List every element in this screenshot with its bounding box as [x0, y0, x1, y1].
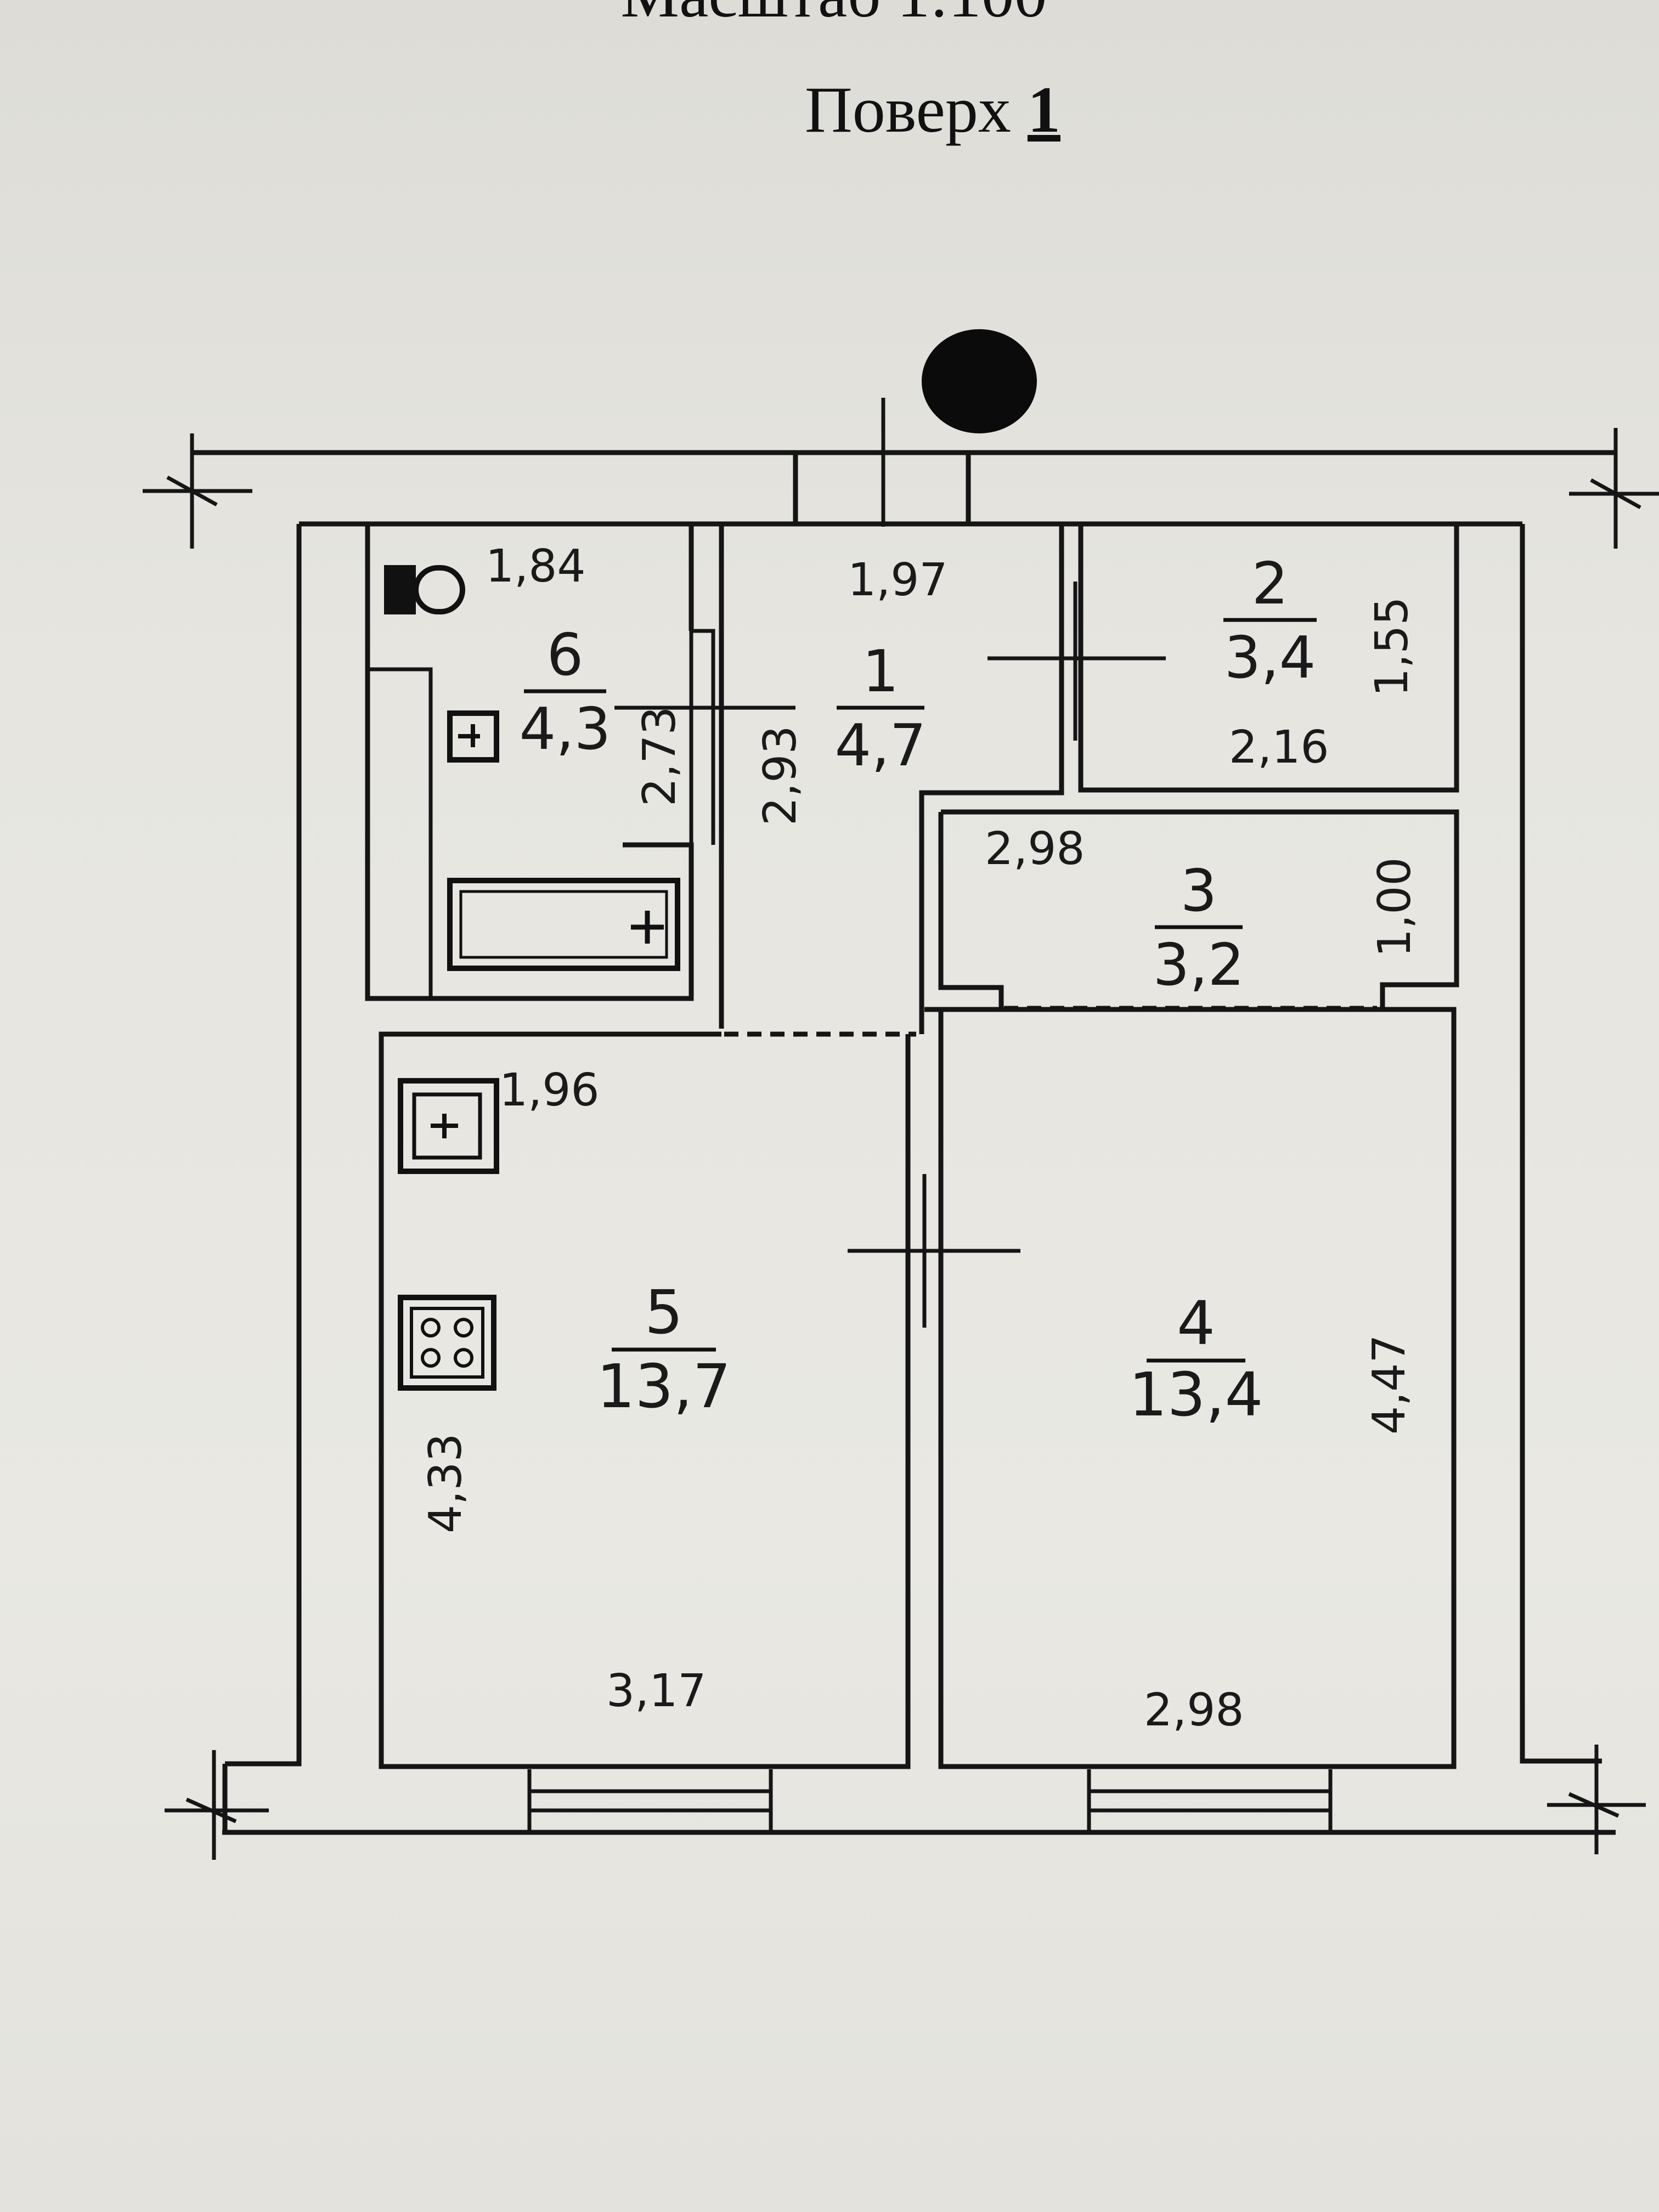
- dim-room5-width: 3,17: [606, 1665, 707, 1717]
- svg-text:3,2: 3,2: [1153, 932, 1245, 998]
- floor-title: Поверх 1: [805, 73, 1060, 146]
- dim-room2-width: 2,16: [1229, 721, 1329, 774]
- svg-text:6: 6: [547, 622, 584, 689]
- room-1-walls: [719, 521, 1077, 1034]
- dim-room3-height: 1,00: [1369, 857, 1421, 957]
- room-label-1: 1 4,7: [835, 638, 927, 779]
- redaction-mark: [922, 329, 1037, 433]
- svg-text:2: 2: [1252, 550, 1289, 617]
- dim-room4-height: 4,47: [1363, 1334, 1415, 1435]
- dim-room1-height: 2,93: [754, 725, 806, 826]
- svg-text:13,7: 13,7: [597, 1351, 731, 1421]
- dim-room5-height: 4,33: [420, 1433, 472, 1533]
- stove-icon: [398, 1295, 496, 1391]
- kitchen-sink-icon: [398, 1078, 499, 1174]
- bathtub-icon: [447, 878, 680, 971]
- scale-title: Масштаб 1:100: [620, 0, 1047, 31]
- dim-room3-width: 2,98: [985, 823, 1085, 875]
- room-3-walls: [938, 809, 1459, 1009]
- svg-text:13,4: 13,4: [1129, 1359, 1263, 1430]
- svg-text:3,4: 3,4: [1224, 624, 1316, 691]
- room-6-walls: [365, 521, 715, 1001]
- room-label-5: 5 13,7: [597, 1277, 731, 1421]
- room-label-6: 6 4,3: [520, 622, 611, 763]
- svg-text:5: 5: [645, 1277, 683, 1347]
- room-2-walls: [1078, 521, 1459, 793]
- svg-text:1: 1: [862, 638, 899, 705]
- dim-room6-height: 2,73: [634, 706, 686, 806]
- window-left: [527, 1769, 773, 1832]
- room-label-3: 3 3,2: [1153, 857, 1245, 998]
- svg-text:3: 3: [1181, 857, 1217, 924]
- dim-room1-width: 1,97: [848, 554, 948, 606]
- room-label-4: 4 13,4: [1129, 1288, 1263, 1430]
- window-right: [1087, 1769, 1333, 1832]
- room-label-2: 2 3,4: [1223, 550, 1317, 691]
- dim-room6-width: 1,84: [486, 540, 586, 592]
- svg-text:4,3: 4,3: [520, 696, 611, 763]
- dim-room4-width: 2,98: [1144, 1684, 1244, 1736]
- dim-room5-top: 1,96: [499, 1064, 600, 1116]
- svg-text:4,7: 4,7: [835, 712, 927, 779]
- outer-walls: [143, 428, 1659, 1860]
- washbasin-icon: [447, 710, 499, 763]
- dim-room2-height: 1,55: [1366, 596, 1418, 697]
- toilet-icon: [384, 565, 465, 614]
- svg-text:4: 4: [1177, 1288, 1215, 1358]
